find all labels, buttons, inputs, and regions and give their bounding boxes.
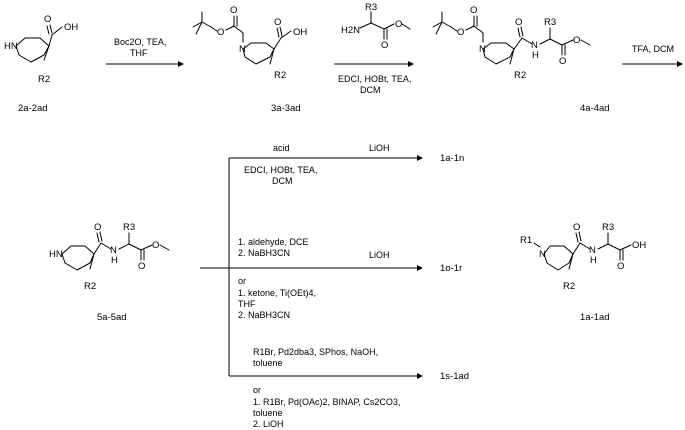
compound-1-bonds <box>533 231 632 271</box>
atom-n: N <box>239 44 246 55</box>
reagent-lioh: LiOH <box>369 143 390 153</box>
arrowhead <box>417 155 423 161</box>
atom-o: O <box>573 222 580 233</box>
product-label: 1a-1n <box>440 153 464 164</box>
atom-o: O <box>217 27 224 38</box>
arrowhead <box>408 61 414 67</box>
reagent-aldehyde: 1. aldehyde, DCE <box>238 237 309 247</box>
solvent-dcm: DCM <box>360 85 381 95</box>
atom-n: N <box>589 245 596 256</box>
reagent-lioh: 2. LiOH <box>253 419 284 429</box>
atom-o: O <box>274 17 281 28</box>
atom-o: O <box>617 261 624 272</box>
atom-o: O <box>138 261 145 272</box>
or-separator: or <box>253 385 261 395</box>
atom-hn: HN <box>4 41 18 52</box>
atom-n: N <box>479 44 486 55</box>
reagent-lioh: LiOH <box>369 250 390 260</box>
arrowhead <box>677 61 683 67</box>
solvent-thf: THF <box>130 48 148 58</box>
atom-o: O <box>381 40 388 51</box>
compound-label: 4a-4ad <box>580 103 610 114</box>
reagent-edci: EDCI, HOBt, TEA, <box>244 165 317 175</box>
arrowhead <box>417 265 423 271</box>
atom-oh: OH <box>64 22 78 33</box>
reagent-tfa: TFA, DCM <box>632 44 674 54</box>
atom-r2: R2 <box>563 281 575 292</box>
branch-arylation: R1Br, Pd2dba3, SPhos, NaOH, toluene or 1… <box>229 347 469 429</box>
reagent-pdoac2: 1. R1Br, Pd(OAc)2, BINAP, Cs2CO3, <box>253 397 400 407</box>
branch-tree <box>200 158 230 376</box>
solvent-toluene: toluene <box>253 358 283 368</box>
compound-4a-4ad: O O N O N H R3 O O R2 4a-4ad <box>432 5 610 114</box>
amino-ester-bonds <box>359 11 411 40</box>
atom-h: H <box>590 255 597 266</box>
atom-h: H <box>532 50 539 61</box>
atom-hn: HN <box>49 249 63 260</box>
atom-o: O <box>94 222 101 233</box>
solvent-toluene: toluene <box>253 408 283 418</box>
atom-o: O <box>44 14 51 25</box>
reagent-acid: acid <box>273 143 290 153</box>
atom-h2n: H2N <box>341 25 360 36</box>
compound-4-bonds <box>432 11 591 65</box>
step-1: Boc2O, TEA, THF <box>106 37 184 67</box>
reagent-amino-ester: R3 H2N O O <box>341 2 411 51</box>
atom-o: O <box>230 5 237 16</box>
atom-r2: R2 <box>84 281 96 292</box>
step-3: TFA, DCM <box>622 44 683 67</box>
atom-n: N <box>531 40 538 51</box>
atom-r3: R3 <box>602 222 614 233</box>
atom-o: O <box>573 35 580 46</box>
product-label: 1s-1ad <box>440 371 469 382</box>
reagent-nabh3cn: 2. NaBH3CN <box>238 248 290 258</box>
atom-h: H <box>111 255 118 266</box>
product-label: 1o-1r <box>440 263 462 274</box>
compound-label: 1a-1ad <box>580 312 610 323</box>
atom-r2: R2 <box>38 74 50 85</box>
atom-o: O <box>457 27 464 38</box>
atom-o: O <box>470 5 477 16</box>
atom-n: N <box>110 245 117 256</box>
atom-n: N <box>539 249 546 260</box>
compound-1a-1ad: R1 N O N H R3 O OH R2 1a-1ad <box>520 222 646 323</box>
or-separator: or <box>238 276 246 286</box>
compound-5a-5ad: HN O N H R3 O O R2 5a-5ad <box>49 222 170 323</box>
branch-reductive-amination: 1. aldehyde, DCE 2. NaBH3CN or 1. ketone… <box>229 237 462 320</box>
arrowhead <box>178 61 184 67</box>
step-2: EDCI, HOBt, TEA, DCM <box>334 61 414 95</box>
reagent-pd2dba3: R1Br, Pd2dba3, SPhos, NaOH, <box>253 347 378 357</box>
arrowhead <box>417 373 423 379</box>
reagent-nabh3cn: 2. NaBH3CN <box>238 310 290 320</box>
compound-label: 2a-2ad <box>18 103 48 114</box>
atom-r2: R2 <box>514 70 526 81</box>
compound-label: 5a-5ad <box>97 312 127 323</box>
compound-2-bonds <box>15 24 63 63</box>
atom-oh: OH <box>293 27 307 38</box>
atom-o: O <box>515 17 522 28</box>
solvent-thf: THF <box>238 299 256 309</box>
reagent-ketone: 1. ketone, Ti(OEt)4, <box>238 288 316 298</box>
compound-3a-3ad: O O N O OH R2 3a-3ad <box>192 5 307 114</box>
atom-r3: R3 <box>544 17 556 28</box>
compound-2a-2ad: HN O OH R2 2a-2ad <box>4 14 78 114</box>
branch-acid: acid EDCI, HOBt, TEA, DCM LiOH 1a-1n <box>229 143 464 186</box>
atom-r3: R3 <box>123 222 135 233</box>
atom-o: O <box>395 19 402 30</box>
atom-r3: R3 <box>365 2 377 13</box>
atom-o: O <box>152 240 159 251</box>
compound-5-bonds <box>61 231 170 271</box>
atom-oh: OH <box>632 240 646 251</box>
atom-r1: R1 <box>520 235 532 246</box>
reagent-edci: EDCI, HOBt, TEA, <box>338 74 411 84</box>
atom-o: O <box>559 56 566 67</box>
reagent-boc2o: Boc2O, TEA, <box>114 37 166 47</box>
solvent-dcm: DCM <box>272 176 293 186</box>
atom-r2: R2 <box>274 70 286 81</box>
compound-label: 3a-3ad <box>271 103 301 114</box>
compound-3-bonds <box>192 11 292 65</box>
